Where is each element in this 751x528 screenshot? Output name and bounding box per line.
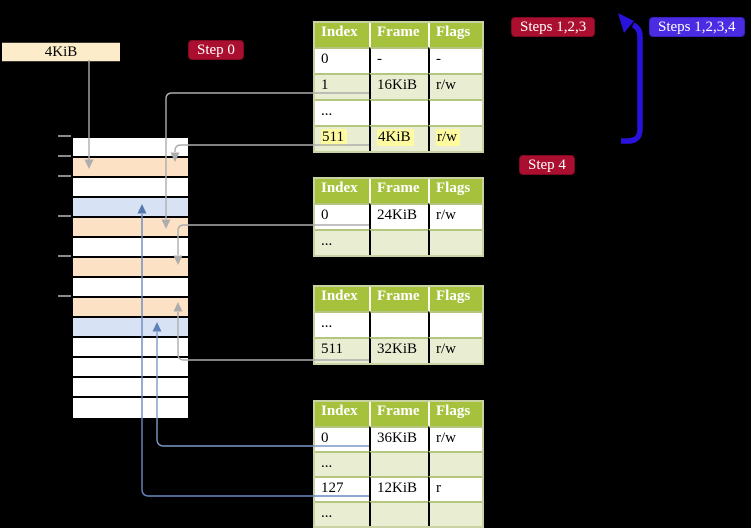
memory-row-free <box>73 338 188 358</box>
address-tick <box>58 155 71 157</box>
table-header-cell: Flags <box>428 179 482 203</box>
highlighted-value: 511 <box>321 129 347 146</box>
table-cell: r/w <box>428 125 482 151</box>
table-cell: ... <box>315 311 369 337</box>
table-cell: r <box>428 476 482 501</box>
table-cell <box>428 229 482 255</box>
table-cell: - <box>369 47 428 73</box>
table-cell: 4KiB <box>369 125 428 151</box>
table-cell: ... <box>315 99 369 125</box>
physical-memory-strip <box>71 136 190 420</box>
table-header-cell: Flags <box>428 402 482 426</box>
address-tick <box>58 215 71 217</box>
table-header-cell: Frame <box>369 402 428 426</box>
table-cell <box>428 311 482 337</box>
table-cell: 16KiB <box>369 73 428 99</box>
table-cell: r/w <box>428 203 482 229</box>
table-cell <box>428 501 482 526</box>
table-cell <box>428 99 482 125</box>
table-header-cell: Frame <box>369 287 428 311</box>
table-header-cell: Index <box>315 23 369 47</box>
repeat-loop-arrowhead <box>618 13 634 33</box>
memory-row-page-table <box>73 158 188 178</box>
table-cell: 1 <box>315 73 369 99</box>
memory-row-page-table <box>73 258 188 278</box>
steps123-label: Steps 1,2,3 <box>511 17 596 37</box>
table-cell <box>428 451 482 476</box>
table-cell: r/w <box>428 426 482 451</box>
table-cell: 12KiB <box>369 476 428 501</box>
highlighted-value: 4KiB <box>377 129 414 146</box>
table-cell: 0 <box>315 203 369 229</box>
table-cell: 36KiB <box>369 426 428 451</box>
table-cell: 0 <box>315 426 369 451</box>
table-cell: 24KiB <box>369 203 428 229</box>
table-cell <box>369 99 428 125</box>
memory-row-page-table <box>73 218 188 238</box>
table-cell: 32KiB <box>369 337 428 363</box>
table-cell <box>369 501 428 526</box>
table-cell: ... <box>315 501 369 526</box>
cr3-frame-label: 4KiB <box>44 44 78 60</box>
table-cell: r/w <box>428 73 482 99</box>
memory-row-mapped-page <box>73 198 188 218</box>
table-cell <box>369 229 428 255</box>
table-cell <box>369 451 428 476</box>
step0-label: Step 0 <box>188 40 244 60</box>
table-cell <box>369 311 428 337</box>
table-cell: 0 <box>315 47 369 73</box>
table-cell: - <box>428 47 482 73</box>
memory-row-page-table <box>73 298 188 318</box>
memory-row-free <box>73 178 188 198</box>
memory-row-free <box>73 378 188 398</box>
address-tick <box>58 255 71 257</box>
table-header-cell: Index <box>315 179 369 203</box>
memory-row-free <box>73 278 188 298</box>
table-header-cell: Index <box>315 402 369 426</box>
table-cell: ... <box>315 451 369 476</box>
table-cell: 511 <box>315 337 369 363</box>
memory-row-free <box>73 138 188 158</box>
table-header-cell: Flags <box>428 23 482 47</box>
memory-row-free <box>73 398 188 418</box>
table-header-cell: Index <box>315 287 369 311</box>
address-tick <box>58 135 71 137</box>
memory-row-mapped-page <box>73 318 188 338</box>
memory-row-free <box>73 358 188 378</box>
cr3-frame-box: 4KiB <box>2 42 120 62</box>
highlighted-value: r/w <box>436 129 460 146</box>
table-cell: 127 <box>315 476 369 501</box>
table-header-cell: Flags <box>428 287 482 311</box>
address-tick <box>58 175 71 177</box>
memory-row-free <box>73 238 188 258</box>
repeat-loop-arrow <box>621 22 643 144</box>
table-header-cell: Frame <box>369 179 428 203</box>
table-cell: ... <box>315 229 369 255</box>
table-cell: 511 <box>315 125 369 151</box>
table-header-cell: Frame <box>369 23 428 47</box>
address-tick <box>58 295 71 297</box>
steps1234-label: Steps 1,2,3,4 <box>649 17 745 37</box>
table-cell: r/w <box>428 337 482 363</box>
step4-label: Step 4 <box>519 155 575 175</box>
